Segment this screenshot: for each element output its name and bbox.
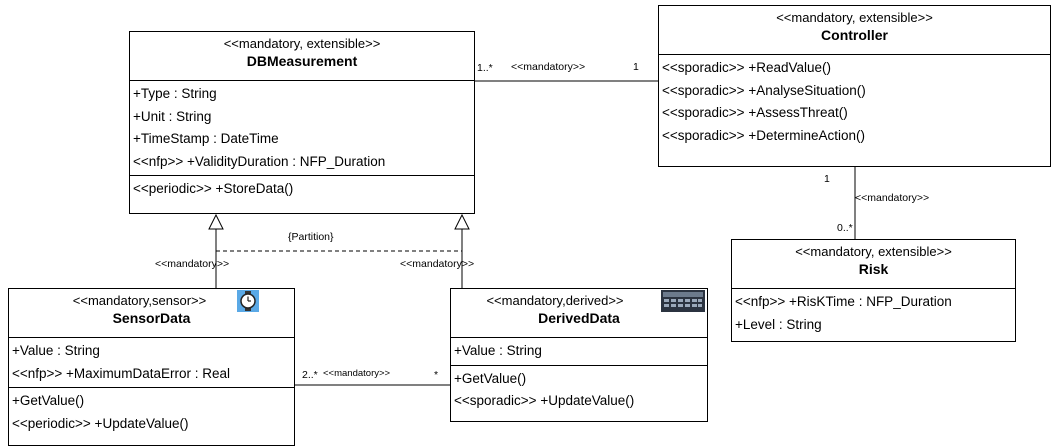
attribute: +Value : String	[12, 343, 100, 358]
generalization-arrow-derived	[454, 213, 470, 230]
class-stereotype: <<mandatory,derived>>	[486, 293, 624, 308]
class-header: <<mandatory,sensor>> SensorData	[9, 289, 294, 338]
generalization-label-sensor: <<mandatory>>	[155, 258, 230, 270]
class-stereotype: <<mandatory, extensible>>	[776, 10, 933, 25]
class-name: DerivedData	[538, 310, 620, 326]
class-name: SensorData	[112, 310, 191, 326]
class-sensordata[interactable]: <<mandatory,sensor>> SensorData +Value :…	[8, 288, 295, 446]
operation: <<sporadic>> +ReadValue()	[662, 60, 831, 75]
operation: <<periodic>> +StoreData()	[133, 181, 294, 196]
generalization-arrow-sensor	[208, 213, 224, 230]
class-header: <<mandatory,derived>> DerivedData	[451, 289, 707, 338]
class-header: <<mandatory, extensible>> Risk	[732, 240, 1015, 289]
attribute: +Type : String	[133, 86, 217, 101]
class-header: <<mandatory, extensible>> DBMeasurement	[130, 32, 474, 81]
operation: +GetValue()	[12, 393, 85, 408]
class-risk[interactable]: <<mandatory, extensible>> Risk <<nfp>> +…	[731, 239, 1016, 342]
attribute: <<nfp>> +ValidityDuration : NFP_Duration	[133, 153, 386, 169]
generalization-label-derived: <<mandatory>>	[400, 258, 475, 270]
multiplicity-controller-risk-top: 1	[824, 173, 830, 185]
operations-section: <<periodic>> +StoreData()	[130, 176, 474, 203]
operation: <<sporadic>> +AnalyseSituation()	[662, 82, 866, 98]
class-dbmeasurement[interactable]: <<mandatory, extensible>> DBMeasurement …	[129, 31, 475, 214]
association-label: <<mandatory>>	[855, 192, 930, 204]
class-controller[interactable]: <<mandatory, extensible>> Controller <<s…	[658, 5, 1051, 167]
operation: <<sporadic>> +DetermineAction()	[662, 127, 865, 143]
attribute: +Value : String	[454, 343, 542, 358]
calculator-icon	[661, 290, 705, 317]
multiplicity-derived-side: *	[434, 369, 439, 381]
operation: <<periodic>> +UpdateValue()	[12, 415, 189, 431]
operations-section: +GetValue() <<sporadic>> +UpdateValue()	[451, 366, 707, 415]
attributes-section: +Value : String	[451, 338, 707, 366]
attributes-section: <<nfp>> +RisKTime : NFP_Duration +Level …	[732, 289, 1015, 338]
attributes-section: +Value : String <<nfp>> +MaximumDataErro…	[9, 338, 294, 388]
attribute: +Level : String	[735, 316, 822, 332]
sensor-watch-icon	[237, 290, 259, 317]
class-name: DBMeasurement	[246, 53, 358, 69]
attribute: <<nfp>> +MaximumDataError : Real	[12, 365, 230, 381]
operations-section: <<sporadic>> +ReadValue() <<sporadic>> +…	[659, 55, 1050, 149]
class-deriveddata[interactable]: <<mandatory,derived>> DerivedData +Value…	[450, 288, 708, 422]
class-name: Controller	[821, 27, 888, 43]
multiplicity-db-side: 1..*	[477, 62, 493, 74]
class-header: <<mandatory, extensible>> Controller	[659, 6, 1050, 55]
attribute: +Unit : String	[133, 108, 212, 124]
class-stereotype: <<mandatory,sensor>>	[72, 293, 207, 308]
multiplicity-risk-side: 0..*	[837, 222, 853, 234]
attributes-section: +Type : String +Unit : String +TimeStamp…	[130, 81, 474, 176]
operations-section: +GetValue() <<periodic>> +UpdateValue()	[9, 388, 294, 437]
class-stereotype: <<mandatory, extensible>>	[223, 36, 381, 51]
multiplicity-controller-side: 1	[633, 61, 639, 73]
class-name: Risk	[858, 261, 889, 277]
attribute: <<nfp>> +RisKTime : NFP_Duration	[735, 294, 952, 309]
association-label: <<mandatory>>	[323, 368, 391, 379]
operation: <<sporadic>> +UpdateValue()	[454, 393, 635, 408]
operation: +GetValue()	[454, 370, 527, 386]
partition-label: {Partition}	[288, 231, 334, 243]
class-stereotype: <<mandatory, extensible>>	[795, 244, 952, 259]
operation: <<sporadic>> +AssessThreat()	[662, 105, 848, 120]
association-label: <<mandatory>>	[511, 61, 586, 73]
multiplicity-sensor-side: 2..*	[302, 369, 318, 381]
attribute: +TimeStamp : DateTime	[133, 131, 279, 146]
